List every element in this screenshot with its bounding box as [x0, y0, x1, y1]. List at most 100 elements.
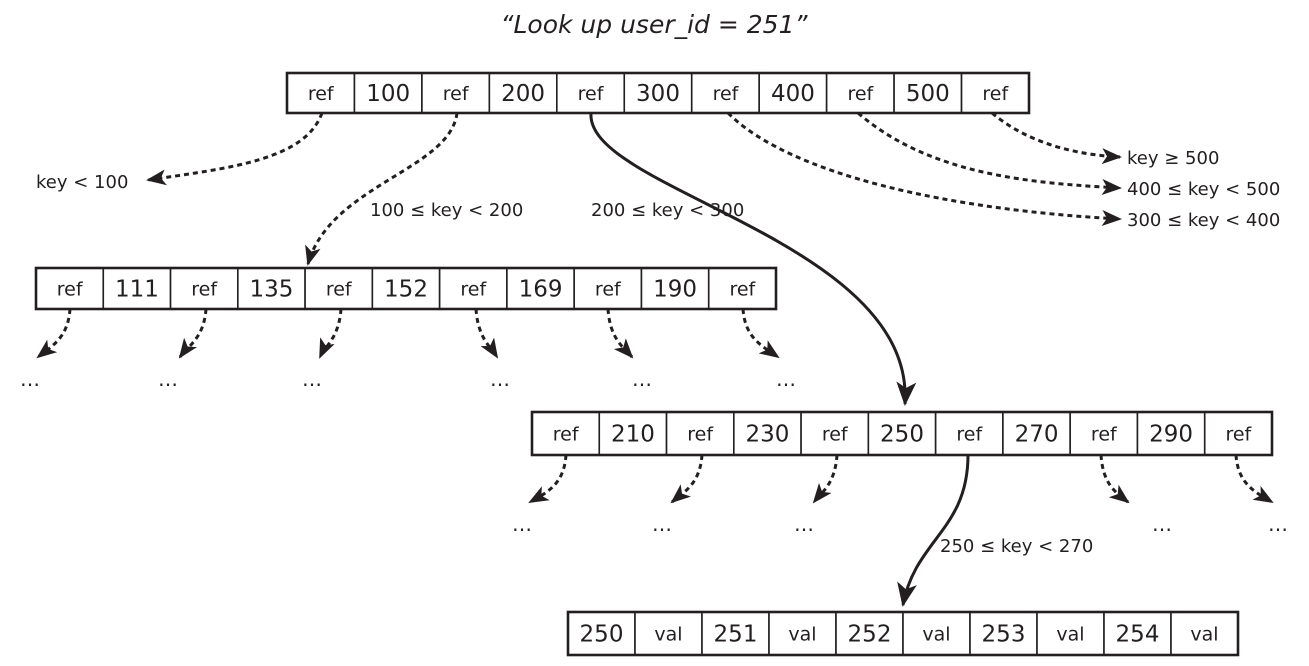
key-label: 250	[580, 622, 624, 648]
val-label: val	[654, 624, 682, 646]
ref-cell	[690, 72, 760, 114]
diagram-title: “Look up user_id = 251”	[501, 10, 809, 39]
ellipsis: …	[1152, 512, 1172, 536]
key-label: 200	[501, 81, 545, 107]
val-label: val	[788, 624, 816, 646]
key-label: 290	[1149, 422, 1193, 448]
ref-label: ref	[578, 83, 605, 105]
ellipses: … … … … … … … … … … …	[20, 367, 1288, 536]
ref-cell	[169, 267, 239, 310]
ref-label: ref	[729, 279, 756, 301]
arrow-to-300-400	[726, 111, 1122, 227]
key-label: 400	[771, 81, 815, 107]
ref-label: ref	[687, 424, 714, 446]
ref-label: ref	[595, 279, 622, 301]
ref-label: ref	[460, 279, 487, 301]
ellipsis: …	[20, 367, 40, 391]
page-border	[34, 266, 778, 311]
ellipsis: …	[1268, 512, 1288, 536]
label-300-400: 300 ≤ key < 400	[1127, 210, 1280, 231]
arrow-small	[318, 308, 343, 359]
arrow-small	[474, 308, 499, 359]
key-label: 230	[746, 422, 790, 448]
arrows	[36, 111, 1274, 607]
key-label: 169	[519, 277, 563, 303]
key-cell	[969, 611, 1038, 656]
arrow-small	[528, 454, 568, 504]
page-border	[530, 410, 1274, 457]
key-label: 251	[714, 622, 758, 648]
ref-label: ref	[308, 83, 335, 105]
ellipsis: …	[776, 367, 796, 391]
ellipsis: …	[632, 367, 652, 391]
label-100-200: 100 ≤ key < 200	[370, 200, 523, 221]
val-cell	[768, 611, 837, 656]
ellipsis: …	[794, 512, 814, 536]
arrow-small	[1099, 454, 1130, 504]
ref-label: ref	[847, 83, 874, 105]
page-200-300: ref 210 ref 230 ref 250 ref 270 ref 290 ref	[530, 410, 1274, 457]
key-label: 252	[848, 622, 892, 648]
val-label: val	[1190, 624, 1218, 646]
ellipsis: …	[158, 367, 178, 391]
ref-label: ref	[956, 424, 983, 446]
key-label: 254	[1116, 622, 1160, 648]
val-label: val	[1056, 624, 1084, 646]
arrow-small	[741, 308, 780, 359]
key-cell	[640, 267, 710, 310]
ref-label: ref	[1091, 424, 1118, 446]
ref-label: ref	[822, 424, 849, 446]
ref-cell	[1203, 411, 1273, 456]
key-cell	[1103, 611, 1172, 656]
key-cell	[102, 267, 172, 310]
key-label: 210	[611, 422, 655, 448]
key-cell	[598, 411, 668, 456]
key-label: 500	[906, 81, 950, 107]
label-200-300: 200 ≤ key < 300	[591, 200, 744, 221]
key-cell	[733, 411, 802, 456]
key-cell	[488, 72, 558, 114]
val-label: val	[922, 624, 950, 646]
key-cell	[371, 267, 441, 310]
ref-label: ref	[326, 279, 353, 301]
ref-label: ref	[1225, 424, 1252, 446]
ref-cell	[421, 72, 491, 114]
arrow-small	[670, 454, 704, 504]
ellipsis: …	[302, 367, 322, 391]
label-250-270: 250 ≤ key < 270	[940, 536, 1093, 557]
arrow-small	[178, 308, 208, 359]
key-label: 190	[653, 277, 697, 303]
arrow-to-ge-500	[991, 111, 1122, 165]
range-labels: key < 100 100 ≤ key < 200 200 ≤ key < 30…	[36, 148, 1280, 557]
ref-label: ref	[191, 279, 218, 301]
ref-label: ref	[982, 83, 1009, 105]
arrow-to-leaf-page	[897, 454, 970, 607]
label-400-500: 400 ≤ key < 500	[1127, 179, 1280, 200]
key-label: 270	[1015, 422, 1059, 448]
ref-label: ref	[713, 83, 740, 105]
key-cell	[758, 72, 828, 114]
ellipsis: …	[512, 512, 532, 536]
key-label: 135	[250, 277, 294, 303]
ref-cell	[665, 411, 735, 456]
arrow-to-page-200-300	[589, 112, 917, 406]
page-border	[566, 610, 1240, 657]
arrow-small	[36, 308, 72, 359]
ellipsis: …	[652, 512, 672, 536]
ref-label: ref	[57, 279, 84, 301]
key-label: 100	[366, 81, 410, 107]
key-cell	[835, 611, 904, 656]
arrow-to-400-500	[857, 111, 1122, 195]
arrow-small	[606, 308, 634, 359]
key-label: 250	[880, 422, 924, 448]
arrow-to-lt-100	[146, 112, 324, 186]
key-cell	[893, 72, 963, 114]
ref-label: ref	[553, 424, 580, 446]
label-key-ge-500: key ≥ 500	[1127, 148, 1219, 169]
label-key-lt-100: key < 100	[36, 172, 128, 193]
key-label: 111	[115, 277, 159, 303]
